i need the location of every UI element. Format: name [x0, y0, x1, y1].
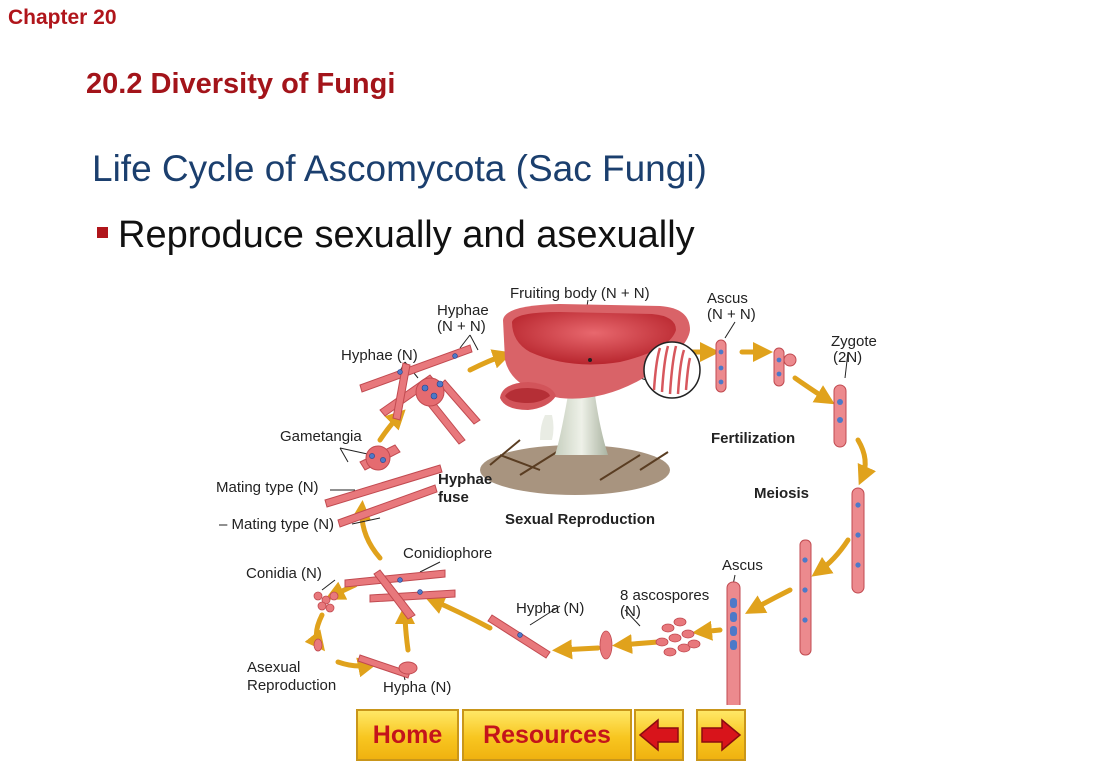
label-mating-minus: – Mating type (N): [219, 516, 334, 533]
label-ascus-bottom: Ascus: [722, 557, 763, 574]
nuclei: [369, 353, 523, 638]
label-conidiophore: Conidiophore: [403, 545, 492, 562]
label-ascus-top-2: (N + N): [707, 306, 756, 323]
hyphae-cells: [324, 344, 551, 679]
spores: [313, 591, 701, 660]
arrow-meiosis: [855, 437, 877, 486]
life-cycle-diagram: Fruiting body (N + N) Hyphae (N + N) Hyp…: [216, 285, 877, 705]
label-hyphae-nn-1: Hyphae: [437, 302, 489, 319]
arrow-to-spores: [692, 620, 723, 641]
arrow-to-zygote: [792, 375, 835, 405]
label-hyphae-fuse-2: fuse: [438, 489, 469, 506]
label-meiosis: Meiosis: [754, 485, 809, 502]
ascus-nuclei: [718, 349, 861, 650]
label-asexual-2: Reproduction: [247, 677, 336, 694]
asci: [715, 339, 865, 705]
chapter-label: Chapter 20: [8, 6, 117, 29]
fruiting-body-illustration: [480, 304, 701, 495]
section-title: 20.2 Diversity of Fungi: [86, 68, 396, 100]
arrow-to-hypha: [552, 639, 601, 660]
label-hyphae-nn-2: (N + N): [437, 318, 486, 335]
label-mating-plus: Mating type (N): [216, 479, 319, 496]
next-button[interactable]: [696, 709, 746, 761]
arrow-to-germ: [612, 634, 661, 655]
label-zygote-2: (2N): [833, 349, 862, 366]
left-arrow-icon: [638, 718, 679, 752]
label-zygote-1: Zygote: [831, 333, 877, 350]
arrow-asexual-hypha: [335, 657, 378, 678]
home-button[interactable]: Home: [356, 709, 459, 761]
label-hypha-bottom: Hypha (N): [383, 679, 451, 696]
label-gametangia: Gametangia: [280, 428, 362, 445]
arrow-to-fruiting: [467, 349, 513, 373]
diagram-labels: Fruiting body (N + N) Hyphae (N + N) Hyp…: [216, 285, 877, 696]
label-hypha-mid: Hypha (N): [516, 600, 584, 617]
slide-title: Life Cycle of Ascomycota (Sac Fungi): [92, 148, 707, 189]
label-ascospores-2: (N): [620, 603, 641, 620]
arrow-to-ascus-bottom: [811, 537, 851, 577]
label-sexual-reproduction: Sexual Reproduction: [505, 511, 655, 528]
previous-button[interactable]: [634, 709, 684, 761]
bullet-text: Reproduce sexually and asexually: [118, 214, 695, 256]
label-conidia: Conidia (N): [246, 565, 322, 582]
label-asexual-1: Asexual: [247, 659, 300, 676]
label-ascospores-1: 8 ascospores: [620, 587, 709, 604]
label-ascus-top-1: Ascus: [707, 290, 748, 307]
label-fertilization: Fertilization: [711, 430, 795, 447]
right-arrow-icon: [701, 718, 742, 752]
arrow-to-conidiophore: [424, 595, 493, 631]
bullet-point: Reproduce sexually and asexually: [97, 214, 695, 257]
label-hyphae-fuse-1: Hyphae: [438, 471, 492, 488]
bullet-square-icon: [97, 227, 108, 239]
arrow-to-ascus-mature: [745, 587, 793, 614]
label-fruiting-body: Fruiting body (N + N): [510, 285, 650, 302]
label-hyphae-n: Hyphae (N): [341, 347, 418, 364]
resources-button[interactable]: Resources: [462, 709, 632, 761]
